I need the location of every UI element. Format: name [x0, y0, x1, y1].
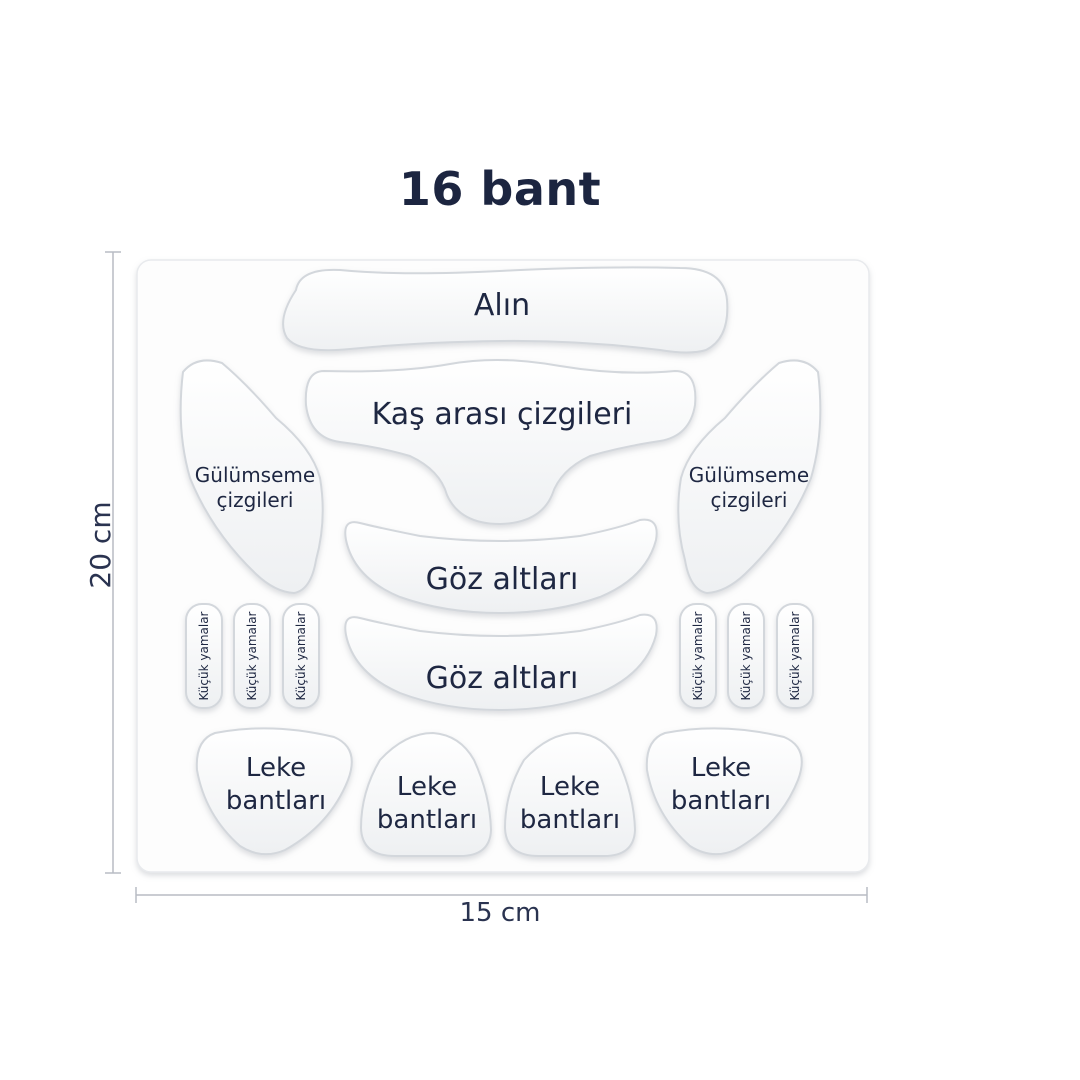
page-title: 16 bant — [398, 162, 602, 216]
small-patch-left-3 — [282, 603, 320, 709]
spot-label-1-line2: bantları — [226, 786, 326, 816]
under-eye-patch-lower — [344, 613, 658, 712]
small-patch-left-2 — [233, 603, 271, 709]
smile-lines-label-left-1: Gülümseme — [195, 463, 315, 487]
forehead-label: Alın — [474, 288, 530, 323]
spot-label-2-line2: bantları — [377, 805, 477, 835]
small-patch-left-1 — [185, 603, 223, 709]
spot-label-4-line1: Leke — [691, 753, 751, 783]
small-patch-right-1 — [679, 603, 717, 709]
spot-patch-1 — [195, 727, 353, 856]
spot-label-4-line2: bantları — [671, 786, 771, 816]
smile-lines-patch-right — [677, 359, 822, 595]
spot-label-3-line1: Leke — [540, 772, 600, 802]
small-patch-label-left-1: Küçük yamalar — [197, 611, 211, 700]
spot-label-1-line1: Leke — [246, 753, 306, 783]
smile-lines-label-right-2: çizgileri — [711, 488, 788, 512]
spot-label-3-line2: bantları — [520, 805, 620, 835]
spot-patch-2 — [359, 731, 493, 857]
height-dimension-label: 20 cm — [84, 501, 117, 589]
small-patch-label-right-3: Küçük yamalar — [788, 611, 802, 700]
smile-lines-patch-left — [179, 359, 324, 595]
under-eye-label-lower: Göz altları — [426, 661, 579, 696]
spot-patch-3 — [503, 731, 637, 857]
width-dimension-line — [135, 887, 868, 903]
spot-label-2-line1: Leke — [397, 772, 457, 802]
under-eye-label-upper: Göz altları — [426, 562, 579, 597]
width-dimension-label: 15 cm — [459, 898, 541, 928]
under-eye-patch-upper — [344, 518, 658, 615]
forehead-patch — [282, 266, 729, 354]
small-patch-label-left-2: Küçük yamalar — [245, 611, 259, 700]
small-patch-right-2 — [727, 603, 765, 709]
spot-patch-4 — [645, 727, 803, 856]
small-patch-label-right-1: Küçük yamalar — [691, 611, 705, 700]
small-patch-right-3 — [776, 603, 814, 709]
small-patch-label-left-3: Küçük yamalar — [294, 611, 308, 700]
height-dimension-line — [105, 251, 121, 874]
between-brows-label: Kaş arası çizgileri — [372, 397, 633, 432]
smile-lines-label-right-1: Gülümseme — [689, 463, 809, 487]
small-patch-label-right-2: Küçük yamalar — [739, 611, 753, 700]
between-brows-patch — [304, 358, 697, 526]
smile-lines-label-left-2: çizgileri — [217, 488, 294, 512]
